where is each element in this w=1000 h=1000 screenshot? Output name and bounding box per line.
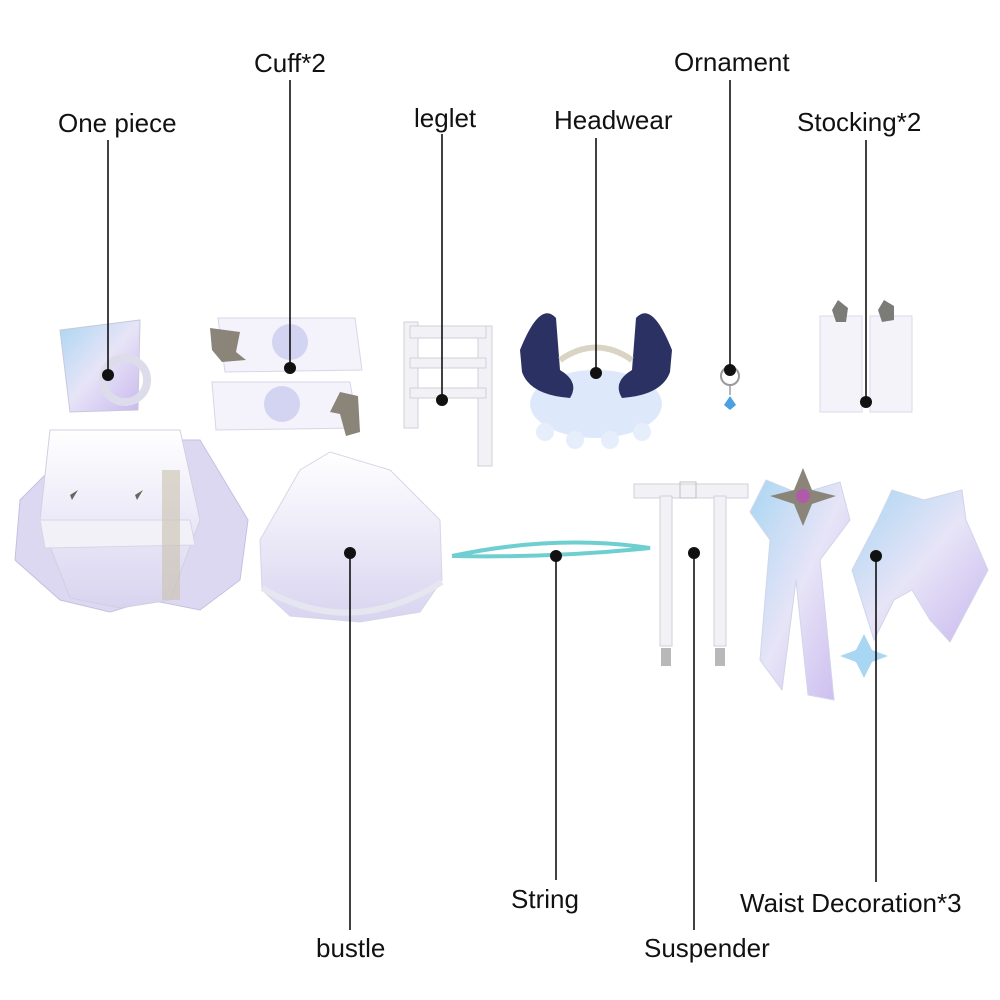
- label-leglet: leglet: [414, 103, 477, 133]
- label-waist-decoration: Waist Decoration*3: [740, 888, 962, 918]
- suspender-image: [633, 481, 749, 666]
- marker-ornament: [724, 364, 736, 376]
- waist-decoration-image: [749, 468, 989, 701]
- bustle-image: [259, 451, 444, 623]
- marker-headwear: [590, 367, 602, 379]
- leader-lines: [102, 80, 882, 930]
- label-cuff: Cuff*2: [254, 48, 326, 78]
- marker-suspender: [688, 547, 700, 559]
- marker-cuff: [284, 362, 296, 374]
- string-image: [451, 540, 651, 559]
- stockings-image: [819, 300, 913, 413]
- label-headwear: Headwear: [554, 105, 673, 135]
- marker-bustle: [344, 547, 356, 559]
- marker-waist-decoration: [870, 550, 882, 562]
- one-piece-dress-image: [14, 319, 249, 613]
- cuffs-image: [210, 317, 363, 436]
- leglet-image: [403, 321, 493, 467]
- marker-one-piece: [102, 369, 114, 381]
- marker-leglet: [436, 394, 448, 406]
- marker-string: [550, 550, 562, 562]
- label-suspender: Suspender: [644, 933, 770, 963]
- marker-stocking: [860, 396, 872, 408]
- label-string: String: [511, 884, 579, 914]
- label-one-piece: One piece: [58, 108, 177, 138]
- label-stocking: Stocking*2: [797, 107, 922, 137]
- headwear-image: [520, 313, 672, 449]
- label-ornament: Ornament: [674, 47, 790, 77]
- label-bustle: bustle: [316, 933, 386, 963]
